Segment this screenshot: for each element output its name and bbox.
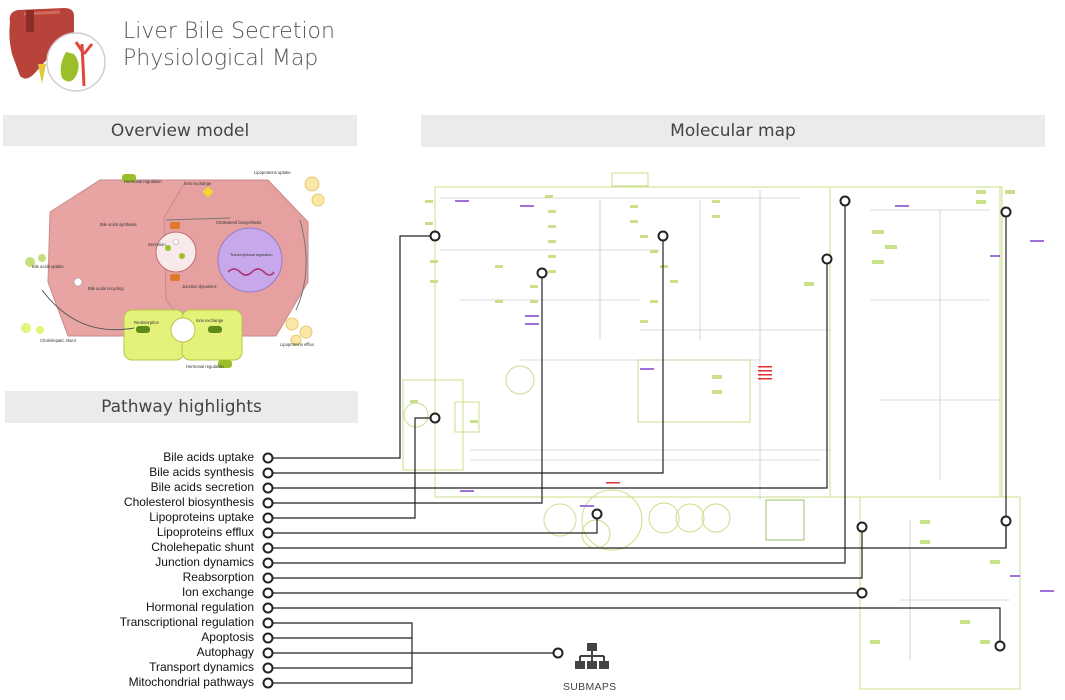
map-accent-nodes bbox=[455, 200, 1054, 592]
overview-header: Overview model bbox=[3, 115, 357, 146]
ov-lipo-uptake: Lipoproteins uptake bbox=[254, 170, 291, 175]
pathway-item-apoptosis[interactable]: Apoptosis bbox=[201, 630, 254, 644]
liver-logo bbox=[4, 4, 108, 92]
ov-reabsorption: Reabsorption bbox=[134, 320, 160, 325]
title-line-2: Physiological Map bbox=[123, 46, 319, 71]
ov-ba-uptake: Bile acids uptake bbox=[32, 264, 64, 269]
ov-ba-recycling: Bile acids recycling bbox=[88, 286, 124, 291]
map-nodes bbox=[410, 190, 1015, 644]
pathway-item-bile-acids-synthesis[interactable]: Bile acids synthesis bbox=[149, 465, 254, 479]
pathway-item-lipoproteins-efflux[interactable]: Lipoproteins efflux bbox=[156, 525, 254, 539]
pathway-item-bile-acids-uptake[interactable]: Bile acids uptake bbox=[163, 450, 254, 464]
title-line-1: Liver Bile Secretion bbox=[123, 19, 335, 44]
pathway-item-lipoproteins-uptake[interactable]: Lipoproteins uptake bbox=[149, 510, 254, 524]
pathway-item-cholehepatic-shunt[interactable]: Cholehepatic shunt bbox=[151, 540, 254, 554]
pathway-item-autophagy[interactable]: Autophagy bbox=[196, 645, 254, 659]
submaps-icon[interactable] bbox=[574, 641, 610, 675]
pathway-item-mitochondrial-pathways[interactable]: Mitochondrial pathways bbox=[128, 675, 254, 689]
pathway-item-ion-exchange[interactable]: Ion exchange bbox=[181, 585, 254, 599]
molecular-header: Molecular map bbox=[421, 115, 1045, 147]
pathway-item-bile-acids-secretion[interactable]: Bile acids secretion bbox=[150, 480, 254, 494]
ov-ba-synthesis: Bile acids synthesis bbox=[100, 222, 137, 227]
map-compartments bbox=[402, 172, 1021, 690]
ov-junction: Junction dynamics bbox=[182, 284, 216, 289]
ov-secretion: Secretion bbox=[148, 242, 166, 247]
submaps-label[interactable]: SUBMAPS bbox=[563, 681, 617, 693]
page-title: Liver Bile Secretion Physiological Map bbox=[123, 18, 335, 72]
pathway-item-hormonal-regulation[interactable]: Hormonal regulation bbox=[145, 600, 254, 614]
ov-hormonal-top: Hormonal regulation bbox=[124, 179, 162, 184]
map-red-legend bbox=[606, 366, 772, 484]
pathway-item-reabsorption[interactable]: Reabsorption bbox=[182, 570, 254, 584]
pathway-item-transcriptional-regulation[interactable]: Transcriptional regulation bbox=[119, 615, 254, 629]
map-edges bbox=[440, 190, 1010, 660]
ov-ions-bottom: Ions exchange bbox=[196, 318, 224, 323]
ov-ions-top: Ions exchange bbox=[184, 181, 212, 186]
pathway-item-junction-dynamics[interactable]: Junction dynamics bbox=[155, 555, 254, 569]
pathway-item-cholesterol-biosynthesis[interactable]: Cholesterol biosynthesis bbox=[123, 495, 254, 509]
pathway-item-transport-dynamics[interactable]: Transport dynamics bbox=[149, 660, 254, 674]
ov-hormonal-bottom: Hormonal regulation bbox=[186, 364, 224, 369]
ov-transcription: Transcriptional regulation bbox=[230, 253, 273, 257]
ov-chol-bio: Cholesterol biosynthesis bbox=[216, 220, 261, 225]
ov-cholehepatic: Cholehepatic shunt bbox=[40, 338, 77, 343]
